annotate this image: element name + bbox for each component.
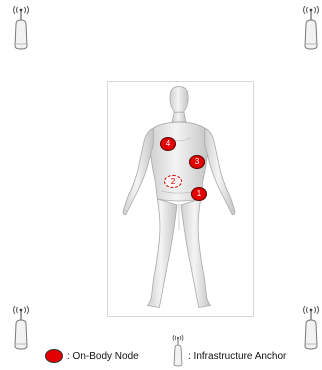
on-body-node-1: 1 [191,187,207,201]
antenna-icon [10,6,32,50]
legend-node-symbol [45,349,63,363]
antenna-icon [300,6,322,50]
human-body-figure [108,82,253,316]
on-body-node-4: 4 [160,137,176,151]
on-body-node-2-dashed: 2 [164,175,182,188]
on-body-node-3: 3 [189,155,205,169]
legend-node-label: : On-Body Node [67,351,139,362]
legend-anchor-label: : Infrastructure Anchor [188,351,286,362]
body-figure-frame [107,81,254,317]
legend: : On-Body Node : Infrastructure Anchor [0,343,322,369]
infrastructure-anchor-icon [300,6,322,50]
legend-antenna-icon [171,335,185,367]
infrastructure-anchor-icon [10,6,32,50]
antenna-icon [171,335,185,367]
